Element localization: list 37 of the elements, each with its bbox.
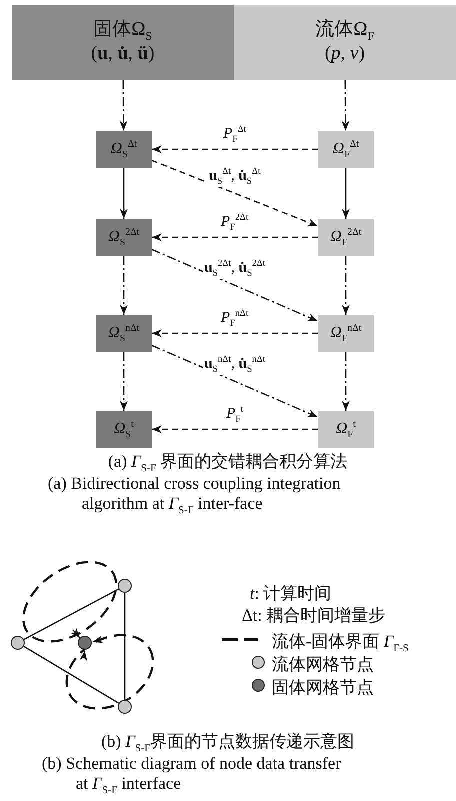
arrow [120,168,128,219]
mesh-line [24,646,120,704]
legend-text: 固体网格节点 [272,677,374,699]
arrow [342,256,350,315]
node-text: 固体Ω$_{S}$ [94,20,152,44]
arrow [342,80,350,131]
caption: (b) Γ$_{S-F}$界面的节点数据传递示意图 [100,732,356,756]
node-text: (p, v) [324,44,366,65]
arrow [152,249,318,322]
caption: (a) Γ$_{S-F}$ 界面的交错耦合积分算法 [107,452,349,476]
solid-domain-header [12,5,234,80]
legend-text: 流体网格节点 [272,654,374,676]
arrow [152,426,318,434]
solid-mesh-node [78,636,92,650]
arrow [342,168,350,219]
arrow [120,256,128,315]
fluid-domain-header [234,5,456,80]
node-text: 流体Ω$_{F}$ [316,20,374,44]
arrow [152,345,318,418]
mesh-line [24,588,120,640]
arrow [120,352,128,411]
fluid-mesh-node [118,700,132,714]
caption: (b) Schematic diagram of node data transfer at Γ$_{S-F}$ interface [42,754,342,798]
fluid-mesh-node [118,579,132,593]
arrow [152,146,318,154]
mesh-line [124,593,126,700]
fluid-mesh-node [11,636,25,650]
arrow [152,330,318,338]
caption: (a) Bidirectional cross coupling integration algorithm at Γ$_{S-F}$ inter-face [48,474,342,518]
arrow [152,234,318,242]
arrow [120,80,128,131]
note-text: Δt: 耦合时间增量步 [242,606,387,626]
arrow [342,352,350,411]
arrow [152,160,318,227]
note-text: t: 计算时间 [250,584,333,604]
legend-text: 流体-固体界面 Γ$_{F-S}$ [272,631,409,654]
node-text: (u, u̇, ü) [91,44,155,65]
